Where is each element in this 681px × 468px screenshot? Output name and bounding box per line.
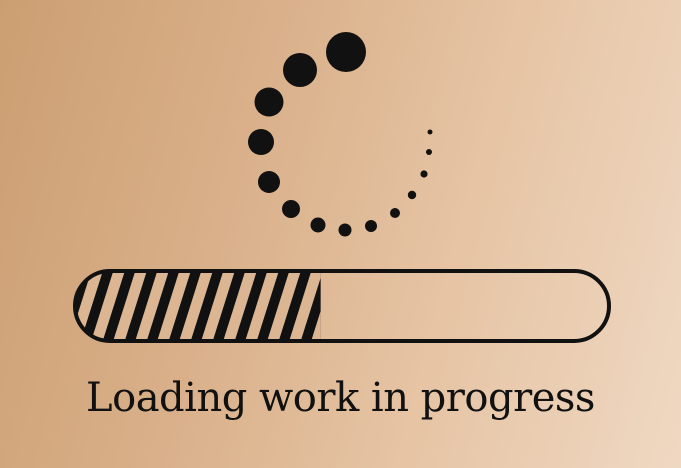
progress-stripe	[244, 271, 280, 341]
spinner-dot	[365, 220, 377, 232]
progress-stripe	[222, 271, 258, 341]
progress-stripe	[200, 271, 236, 341]
progress-stripe	[338, 268, 362, 344]
spinner-dot	[426, 149, 432, 155]
spinner-dot	[283, 53, 317, 87]
spinner-dot	[310, 217, 326, 233]
loading-spinner-icon	[248, 32, 433, 237]
spinner-dot	[427, 129, 433, 135]
progress-fill	[75, 268, 384, 344]
progress-bar	[73, 268, 611, 344]
progress-stripe	[360, 268, 384, 344]
spinner-dot	[390, 208, 400, 218]
progress-stripe	[112, 271, 148, 341]
spinner-dot	[248, 129, 274, 155]
spinner-dot	[254, 87, 284, 117]
progress-stripe	[266, 271, 302, 341]
spinner-dot	[282, 200, 300, 218]
progress-stripe	[90, 271, 126, 341]
spinner-dot	[326, 32, 366, 72]
progress-stripe	[178, 271, 214, 341]
progress-stripe	[288, 271, 321, 341]
spinner-dot	[407, 190, 417, 200]
progress-stripe	[156, 271, 192, 341]
progress-stripe	[310, 271, 321, 341]
spinner-dot	[338, 223, 352, 237]
spinner-dot	[258, 171, 280, 193]
caption-text: Loading work in progress	[86, 375, 595, 421]
progress-track	[73, 269, 611, 343]
spinner-dot	[420, 170, 428, 178]
progress-stripe	[134, 271, 170, 341]
